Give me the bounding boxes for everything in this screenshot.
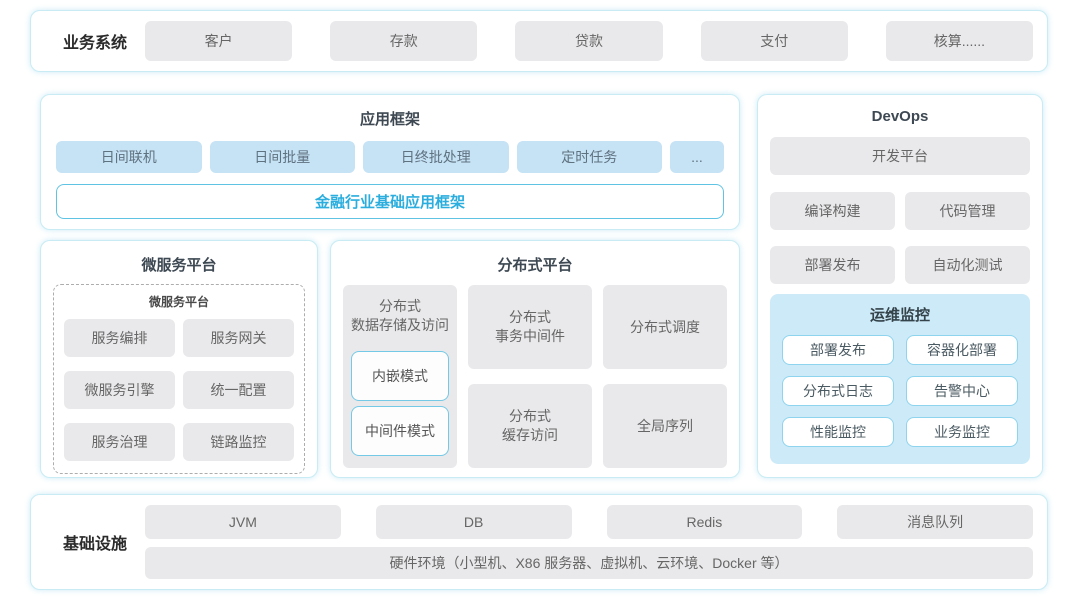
micro-item-engine: 微服务引擎	[64, 371, 175, 409]
monitor-item-alert-center: 告警中心	[906, 376, 1018, 406]
app-item-more: ...	[670, 141, 724, 173]
distributed-items: 分布式 数据存储及访问 内嵌模式 中间件模式 分布式 事务中间件 分布式 缓存访…	[331, 275, 739, 468]
micro-item-orchestration: 服务编排	[64, 319, 175, 357]
devops-section: DevOps 开发平台 编译构建 代码管理 部署发布 自动化测试 运维监控 部署…	[757, 94, 1043, 478]
business-item-deposit: 存款	[330, 21, 478, 61]
global-sequence: 全局序列	[603, 384, 727, 468]
infrastructure-items: JVM DB Redis 消息队列 硬件环境（小型机、X86 服务器、虚拟机、云…	[145, 505, 1033, 579]
microservice-inner-title: 微服务平台	[148, 295, 209, 309]
dist-transaction-middleware: 分布式 事务中间件	[468, 285, 592, 369]
devops-items: 编译构建 代码管理 部署发布 自动化测试	[770, 192, 1030, 284]
infra-item-redis: Redis	[606, 505, 803, 539]
business-systems-section: 业务系统 客户 存款 贷款 支付 核算......	[30, 10, 1048, 72]
app-framework-items: 日间联机 日间批量 日终批处理 定时任务 ...	[41, 129, 739, 173]
devops-item-deploy: 部署发布	[770, 246, 895, 284]
app-item-daytime-online: 日间联机	[56, 141, 202, 173]
business-item-customer: 客户	[145, 21, 293, 61]
infrastructure-label: 基础设施	[62, 536, 127, 553]
dist-data-storage-box: 分布式 数据存储及访问 内嵌模式 中间件模式	[343, 285, 457, 468]
ops-monitoring-title: 运维监控	[869, 307, 930, 324]
dist-cache-access: 分布式 缓存访问	[468, 384, 592, 468]
embedded-mode-box: 内嵌模式	[351, 350, 449, 401]
business-item-accounting: 核算......	[885, 21, 1034, 61]
business-item-payment: 支付	[700, 21, 848, 61]
monitor-item-biz-monitor: 业务监控	[906, 417, 1018, 447]
infrastructure-section: 基础设施 JVM DB Redis 消息队列 硬件环境（小型机、X86 服务器、…	[30, 494, 1048, 590]
infra-item-mq: 消息队列	[837, 505, 1033, 539]
microservice-inner-panel: 微服务平台 服务编排 服务网关 微服务引擎 统一配置 服务治理 链路监控	[53, 284, 305, 474]
business-item-loan: 贷款	[515, 21, 663, 61]
app-framework-section: 应用框架 日间联机 日间批量 日终批处理 定时任务 ... 金融行业基础应用框架	[40, 94, 740, 230]
business-systems-items: 客户 存款 贷款 支付 核算......	[145, 21, 1034, 61]
devops-dev-platform: 开发平台	[770, 137, 1030, 175]
monitor-item-perf-monitor: 性能监控	[782, 417, 894, 447]
distributed-platform-section: 分布式平台 分布式 数据存储及访问 内嵌模式 中间件模式 分布式 事务中间件 分…	[330, 240, 740, 478]
microservice-platform-section: 微服务平台 微服务平台 服务编排 服务网关 微服务引擎 统一配置 服务治理 链路…	[40, 240, 318, 478]
business-systems-label: 业务系统	[62, 35, 127, 52]
monitor-item-dist-log: 分布式日志	[782, 376, 894, 406]
microservice-items: 服务编排 服务网关 微服务引擎 统一配置 服务治理 链路监控	[64, 319, 294, 461]
microservice-platform-title: 微服务平台	[141, 257, 217, 274]
micro-item-unified-config: 统一配置	[183, 371, 294, 409]
hardware-environment: 硬件环境（小型机、X86 服务器、虚拟机、云环境、Docker 等）	[145, 547, 1033, 579]
middleware-mode-box: 中间件模式	[351, 405, 449, 456]
dist-right-column: 分布式调度 全局序列	[603, 285, 727, 468]
dist-scheduling: 分布式调度	[603, 285, 727, 369]
micro-item-governance: 服务治理	[64, 423, 175, 461]
micro-item-trace-monitor: 链路监控	[183, 423, 294, 461]
infra-item-jvm: JVM	[145, 505, 341, 539]
devops-item-code-mgmt: 代码管理	[905, 192, 1030, 230]
infra-item-db: DB	[375, 505, 572, 539]
monitor-item-deploy: 部署发布	[782, 335, 894, 365]
devops-item-build: 编译构建	[770, 192, 895, 230]
app-framework-title: 应用框架	[359, 111, 420, 128]
ops-monitoring-items: 部署发布 容器化部署 分布式日志 告警中心 性能监控 业务监控	[782, 335, 1018, 447]
app-item-daytime-batch: 日间批量	[209, 141, 355, 173]
distributed-platform-title: 分布式平台	[497, 257, 573, 274]
financial-base-framework: 金融行业基础应用框架	[56, 184, 724, 219]
ops-monitoring-panel: 运维监控 部署发布 容器化部署 分布式日志 告警中心 性能监控 业务监控	[770, 294, 1030, 464]
devops-item-auto-test: 自动化测试	[905, 246, 1030, 284]
dist-middle-column: 分布式 事务中间件 分布式 缓存访问	[468, 285, 592, 468]
app-item-eod-batch: 日终批处理	[363, 141, 509, 173]
dist-data-storage-label: 分布式 数据存储及访问	[351, 298, 449, 333]
monitor-item-container-deploy: 容器化部署	[906, 335, 1018, 365]
infrastructure-row: JVM DB Redis 消息队列	[145, 505, 1033, 539]
devops-title: DevOps	[871, 108, 929, 125]
micro-item-gateway: 服务网关	[183, 319, 294, 357]
app-item-scheduled-tasks: 定时任务	[516, 141, 662, 173]
